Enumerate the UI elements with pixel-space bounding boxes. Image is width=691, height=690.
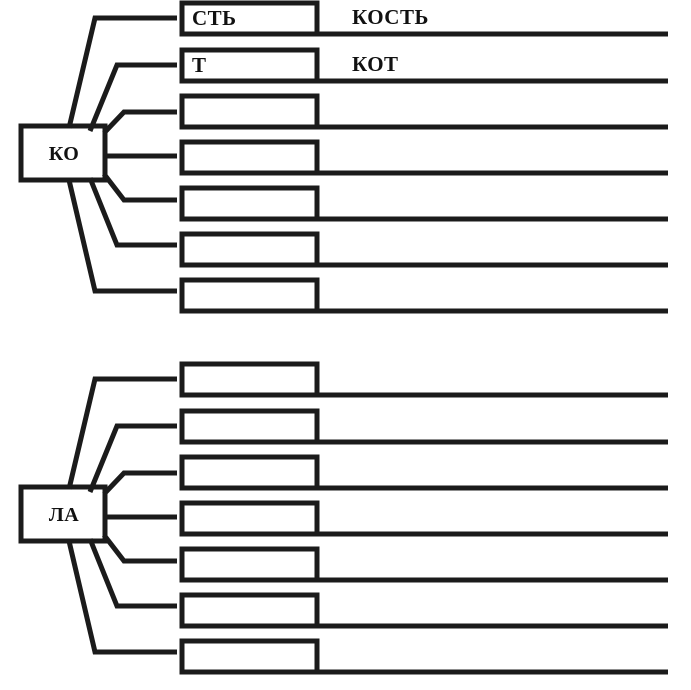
connector-la-6 xyxy=(87,538,177,609)
connector-ko-3 xyxy=(102,109,177,135)
suffix-box-la-6[interactable] xyxy=(179,592,320,629)
connector-la-2 xyxy=(87,423,177,493)
connector-ko-2 xyxy=(87,62,177,132)
suffix-text-ko-1: СТЬ xyxy=(192,6,237,30)
suffix-box-ko-5[interactable] xyxy=(179,185,320,222)
stem-label-ko: КО xyxy=(48,143,80,165)
suffix-box-ko-2[interactable] xyxy=(179,47,320,84)
connector-ko-6 xyxy=(87,177,177,248)
suffix-text-ko-2: Т xyxy=(192,53,207,77)
suffix-box-la-3[interactable] xyxy=(179,454,320,491)
stem-box-la[interactable] xyxy=(18,484,108,544)
suffix-box-ko-1[interactable] xyxy=(179,0,320,37)
connector-ko-1 xyxy=(66,15,177,129)
answer-text-ko-2: КОТ xyxy=(352,52,399,76)
connector-ko-7 xyxy=(66,179,177,294)
connector-ko-5 xyxy=(102,172,177,203)
suffix-box-la-7[interactable] xyxy=(179,638,320,675)
connector-la-3 xyxy=(102,470,177,496)
connector-la-5 xyxy=(102,533,177,564)
stem-box-ko[interactable] xyxy=(18,123,108,183)
suffix-box-la-1[interactable] xyxy=(179,361,320,398)
suffix-box-ko-3[interactable] xyxy=(179,93,320,130)
connector-la-1 xyxy=(66,376,177,490)
suffix-box-la-5[interactable] xyxy=(179,546,320,583)
suffix-box-la-2[interactable] xyxy=(179,408,320,445)
stem-label-la: ЛА xyxy=(48,504,80,526)
suffix-box-la-4[interactable] xyxy=(179,500,320,537)
connector-la-7 xyxy=(66,540,177,655)
suffix-box-ko-7[interactable] xyxy=(179,277,320,314)
answer-text-ko-1: КОСТЬ xyxy=(352,5,429,29)
suffix-box-ko-4[interactable] xyxy=(179,139,320,176)
suffix-box-ko-6[interactable] xyxy=(179,231,320,268)
